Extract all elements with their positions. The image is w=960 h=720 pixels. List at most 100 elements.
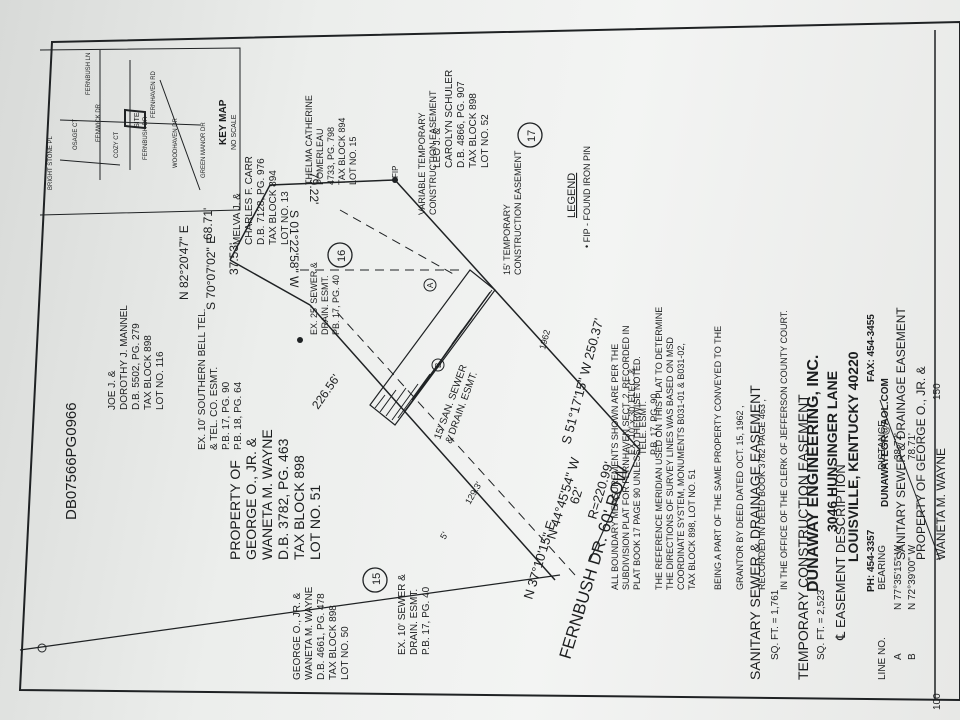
key-map-street-4: COZY CT xyxy=(114,131,120,158)
svg-text:TAX BLOCK 894: TAX BLOCK 894 xyxy=(268,170,279,245)
easement-table: ℄ EASEMENT DESCRIPTION LINE NO. BEARING … xyxy=(833,420,918,680)
svg-text:ALL BOUNDARY MEASUREMENTS SHOW: ALL BOUNDARY MEASUREMENTS SHOWN ARE PER … xyxy=(610,344,620,590)
esmt-sewer-25: EX. 25' SEWER & DRAIN. ESMT. PB. 17, PG.… xyxy=(309,262,341,335)
point-a-marker xyxy=(423,278,437,292)
svg-text:LOUISVILLE, KENTUCKY 40220: LOUISVILLE, KENTUCKY 40220 xyxy=(845,351,861,562)
svg-text:TAX BLOCK 898: TAX BLOCK 898 xyxy=(143,335,154,410)
key-map-street-3: FENWICK DR xyxy=(96,103,102,142)
svg-text:TEMPORARY CONSTRUCTION EASEMEN: TEMPORARY CONSTRUCTION EASEMENT xyxy=(795,394,811,680)
svg-text:THE DIRECTIONS OF SURVEY LINES: THE DIRECTIONS OF SURVEY LINES WAS BASED… xyxy=(665,337,675,590)
lot-line-nw xyxy=(229,259,311,306)
notes: ALL BOUNDARY MEASUREMENTS SHOWN ARE PER … xyxy=(610,307,789,590)
easement-row-b-distance: 78.71' xyxy=(907,433,918,460)
svg-text:GRANTOR BY DEED DATED OCT. 15: GRANTOR BY DEED DATED OCT. 15, 1962 , xyxy=(735,405,745,590)
key-map-street-5: WOODHAVEN DR xyxy=(173,117,179,168)
svg-text:TAX BLOCK 898: TAX BLOCK 898 xyxy=(328,605,339,680)
parcel-schuler: LEO J. & CAROLYN SCHULER D.B. 4866, PG. … xyxy=(432,70,491,168)
subject-property: PROPERTY OF GEORGE O., JR. & WANETA M. W… xyxy=(227,429,323,560)
parcel-carr: MELVA J. & CHARLES F. CARR D.B. 7128, PG… xyxy=(232,156,291,245)
esmt-temp-15: 15' TEMPORARY CONSTRUCTION EASEMENT xyxy=(502,150,523,275)
svg-text:DRAIN. ESMT.: DRAIN. ESMT. xyxy=(320,275,330,335)
parcel-15-marker xyxy=(362,567,388,593)
doc-id: DB07566PG0966 xyxy=(63,402,80,520)
svg-text:CAROLYN SCHULER: CAROLYN SCHULER xyxy=(444,70,455,168)
parcel-17-marker xyxy=(517,122,543,148)
areas-block: SANITARY SEWER & DRAINAGE EASEMENT SQ. F… xyxy=(747,385,827,680)
svg-text:CONSTRUCTION EASEMENT: CONSTRUCTION EASEMENT xyxy=(428,90,438,215)
key-map-box xyxy=(39,47,241,216)
svg-text:LOT NO. 116: LOT NO. 116 xyxy=(155,351,166,410)
svg-text:SUBDIVISION PLAT FOR FERNHAVEN: SUBDIVISION PLAT FOR FERNHAVEN SECT. 2, … xyxy=(621,325,631,590)
easement-table-header-bearing: BEARING xyxy=(877,545,888,590)
svg-text:D.B. 4866, PG. 907: D.B. 4866, PG. 907 xyxy=(456,81,467,168)
svg-text:15' TEMPORARY: 15' TEMPORARY xyxy=(502,204,512,275)
svg-text:SQ. FT. = 1,761: SQ. FT. = 1,761 xyxy=(770,589,781,660)
svg-text:D.B. 3782, PG. 463: D.B. 3782, PG. 463 xyxy=(275,438,291,560)
svg-text:& TEL. CO. ESMT.: & TEL. CO. ESMT. xyxy=(209,367,220,450)
scale-bar xyxy=(879,399,941,561)
esmt-southern-bell: EX. 10' SOUTHERN BELL TEL. & TEL. CO. ES… xyxy=(197,309,244,450)
bearing-1: N 82°20'47" E xyxy=(177,225,191,300)
esmt-sewer-10: EX. 10' SEWER & DRAIN. ESMT. P.B. 17, PG… xyxy=(397,574,432,655)
svg-text:D.B. 4661, PG. 478: D.B. 4661, PG. 478 xyxy=(316,593,327,680)
key-map-title: KEY MAP xyxy=(218,99,229,145)
easement-row-a-distance: 38.72' xyxy=(893,433,904,460)
title-block: SANITARY SEWER & DRAINAGE EASEMENT PROPE… xyxy=(894,307,948,560)
svg-text:COORDINATE SYSTEM, MONUMENTS B: COORDINATE SYSTEM, MONUMENTS B031-01 & B… xyxy=(676,343,686,590)
svg-text:SANITARY SEWER & DRAINAGE EASE: SANITARY SEWER & DRAINAGE EASEMENT xyxy=(747,385,763,680)
svg-text:TAX BLOCK 894: TAX BLOCK 894 xyxy=(337,118,347,185)
svg-text:WANETA M. WAYNE: WANETA M. WAYNE xyxy=(259,429,275,560)
svg-text:LOT NO. 51: LOT NO. 51 xyxy=(307,485,323,560)
svg-text:P.B. 18, PG. 64: P.B. 18, PG. 64 xyxy=(233,381,244,450)
esmt-variable: VARIABLE TEMPORARY CONSTRUCTION EASEMENT xyxy=(417,90,438,215)
svg-text:DUNAWAY ENGINEERING, INC.: DUNAWAY ENGINEERING, INC. xyxy=(805,355,822,592)
point-b-label: B xyxy=(434,363,443,368)
easement-table-title: ℄ EASEMENT DESCRIPTION xyxy=(833,464,848,641)
bearing-5: S 51°17'15" W 250.37' xyxy=(558,317,606,446)
esmt-san-15: 15' SAN. SEWER & DRAIN. ESMT. xyxy=(432,363,479,445)
key-map-site: SITE xyxy=(134,112,141,128)
svg-text:D.B. 5502, PG. 279: D.B. 5502, PG. 279 xyxy=(131,323,142,410)
distance-4: 62' xyxy=(567,485,586,506)
distance-1: 68.71' xyxy=(201,208,215,240)
key-map-scale: NO SCALE xyxy=(231,114,238,150)
svg-text:JOE J. &: JOE J. & xyxy=(107,370,118,410)
parcel-pomerleau: THELMA CATHERINE POMERLEAU 4733, PG. 798… xyxy=(304,95,358,185)
svg-text:LOT NO. 50: LOT NO. 50 xyxy=(340,626,351,680)
bearing-2: S 70°07'02" E xyxy=(204,236,218,310)
distance-9: 1962 xyxy=(537,329,552,351)
road-line xyxy=(19,574,561,651)
svg-text:THE REFERENCE MERIDIAN USED ON: THE REFERENCE MERIDIAN USED ON THIS PLAT… xyxy=(654,307,664,590)
svg-text:PROPERTY OF: PROPERTY OF xyxy=(227,460,243,560)
svg-text:TAX BLOCK 898: TAX BLOCK 898 xyxy=(468,93,479,168)
svg-text:POMERLEAU: POMERLEAU xyxy=(315,128,325,185)
svg-text:PH: 454-3357: PH: 454-3357 xyxy=(866,529,877,592)
svg-text:LOT NO. 13: LOT NO. 13 xyxy=(280,191,291,245)
svg-text:PLAT BOOK 17 PAGE 90 UNLESS OT: PLAT BOOK 17 PAGE 90 UNLESS OTHERWISE NO… xyxy=(632,356,642,590)
legend-title: LEGEND xyxy=(566,173,578,218)
plat-border xyxy=(18,20,960,702)
svg-text:EX. 10' SOUTHERN BELL TEL.: EX. 10' SOUTHERN BELL TEL. xyxy=(197,309,208,450)
svg-text:FAX: 454-3455: FAX: 454-3455 xyxy=(866,314,877,382)
svg-text:SQ. FT. = 2,523: SQ. FT. = 2,523 xyxy=(816,589,827,660)
svg-text:EX. 10' SEWER &: EX. 10' SEWER & xyxy=(397,574,408,655)
svg-text:LEO J. &: LEO J. & xyxy=(432,128,443,168)
key-map-street-2: FERNBUSH DR xyxy=(143,116,149,160)
svg-text:BEING A PART OF THE SAME PROPE: BEING A PART OF THE SAME PROPERTY CONVEY… xyxy=(713,326,723,590)
key-map-street-1: FERNHAVEN RD xyxy=(151,70,157,118)
parcel-16-number: 16 xyxy=(336,250,348,262)
key-map xyxy=(59,50,201,191)
distance-8: 5' xyxy=(438,530,450,541)
easement-row-a-bearing: N 77°35'15" W xyxy=(893,544,904,610)
svg-text:EX. 10' x 30' ELEC. &: EX. 10' x 30' ELEC. & xyxy=(627,368,637,455)
scale-100: 100 xyxy=(932,693,943,710)
svg-text:CHARLES F. CARR: CHARLES F. CARR xyxy=(244,156,255,245)
scale-150: 150 xyxy=(932,383,943,400)
svg-text:WANETA M. WAYNE: WANETA M. WAYNE xyxy=(934,448,948,560)
svg-text:4733, PG. 798: 4733, PG. 798 xyxy=(326,127,336,185)
svg-text:SANITARY SEWER & DRAINAGE EASE: SANITARY SEWER & DRAINAGE EASEMENT xyxy=(894,307,908,560)
distance-3: 79.22' xyxy=(307,172,321,204)
bearing-6: N 37°10'15" E xyxy=(521,519,559,601)
fip-dot xyxy=(392,177,398,183)
easement-table-header-distance: DISTANCE xyxy=(877,420,888,470)
